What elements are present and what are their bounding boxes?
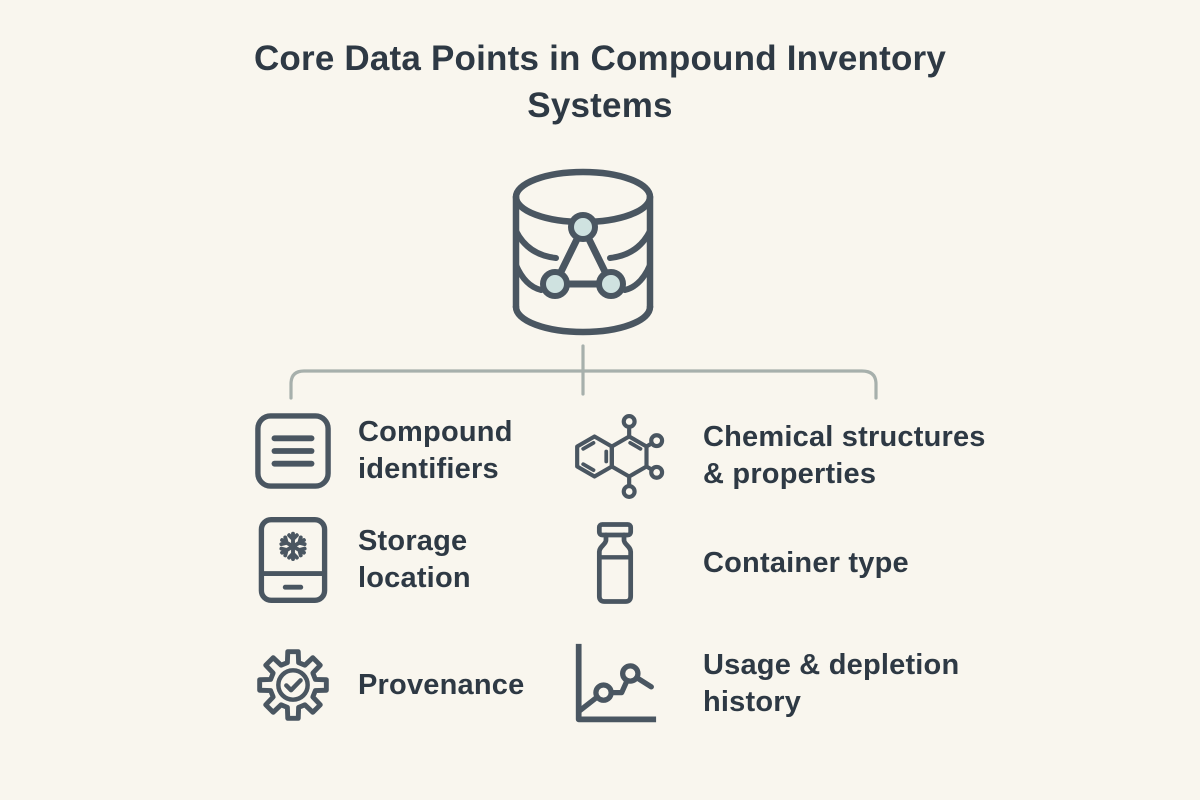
page-title: Core Data Points in Compound Inventory S… — [253, 39, 947, 125]
item-label: Provenance — [358, 668, 525, 701]
vial-icon-box — [565, 521, 665, 605]
item-usage-history: Usage & depletion history — [565, 638, 959, 730]
item-label: Chemical structures & properties — [703, 421, 986, 490]
line-chart-icon-box — [565, 641, 665, 727]
molecule-icon — [575, 413, 665, 499]
gear-check-icon — [257, 649, 329, 721]
item-label: Storage location — [358, 525, 471, 594]
list-icon-box — [253, 412, 333, 490]
item-label: Container type — [703, 546, 909, 579]
item-chemical-structures: Chemical structures & properties — [565, 403, 986, 509]
item-label: Compound identifiers — [358, 416, 513, 485]
list-icon — [255, 413, 331, 489]
vial-icon — [596, 522, 634, 604]
database-network-icon — [512, 168, 654, 336]
molecule-icon-box — [565, 408, 665, 505]
item-storage-location: Storage location — [253, 514, 471, 606]
hub-icon-wrap — [508, 167, 658, 337]
item-provenance: Provenance — [253, 640, 524, 730]
line-chart-icon — [575, 643, 657, 723]
gear-icon-box — [253, 644, 333, 726]
item-compound-identifiers: Compound identifiers — [253, 410, 513, 492]
item-label: Usage & depletion history — [703, 649, 960, 718]
item-container-type: Container type — [565, 520, 909, 606]
freezer-icon-box — [253, 516, 333, 604]
freezer-icon — [258, 516, 328, 604]
